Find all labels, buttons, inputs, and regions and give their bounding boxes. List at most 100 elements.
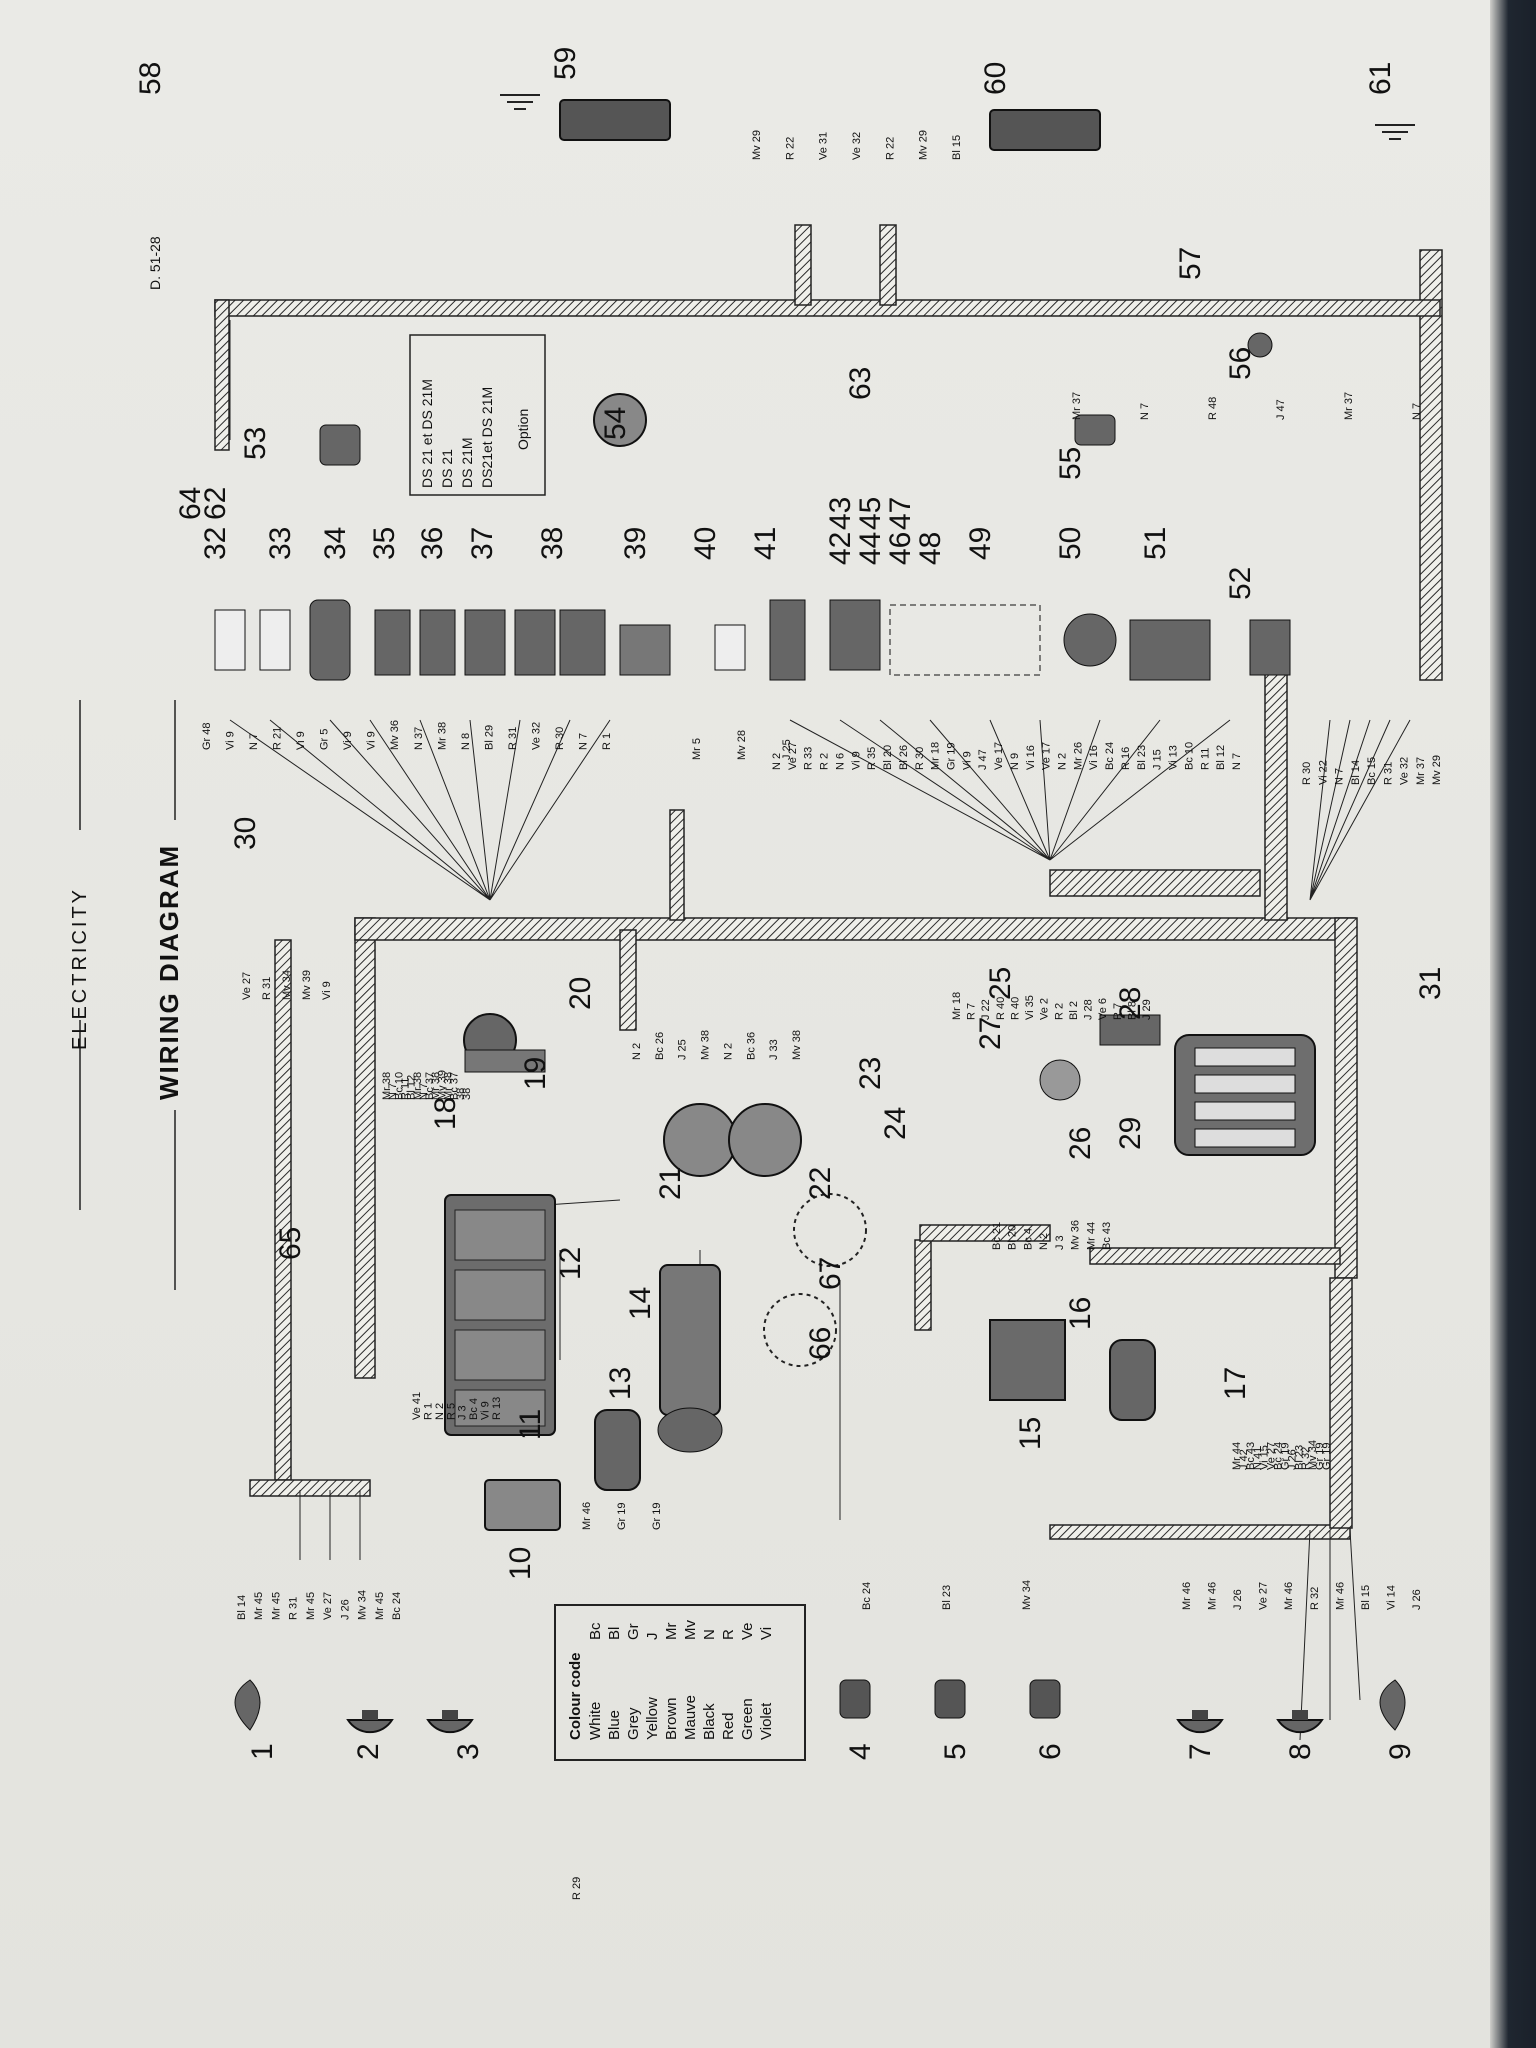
component-number: 14 — [624, 1287, 657, 1320]
component-number: 57 — [1174, 247, 1207, 280]
wire-label: N 7 — [248, 733, 260, 750]
wire-label: Mv 34 — [357, 1590, 369, 1620]
harness-bundles — [214, 224, 1443, 1540]
harness-rear-vertical — [1419, 249, 1443, 681]
lamp-feed — [229, 320, 361, 1560]
component-number: 28 — [1114, 987, 1147, 1020]
wire-label: Vi 22 — [1317, 760, 1329, 785]
wire-label: R 32 — [1309, 1587, 1321, 1610]
wire-label: R 30 — [914, 747, 926, 770]
gauge-icon — [728, 1103, 802, 1177]
component-number: 44 — [854, 532, 887, 565]
harness-front-left — [249, 1479, 371, 1497]
switch-icon — [309, 599, 351, 681]
component-number: 50 — [1054, 527, 1087, 560]
wire-label: Bl 2 — [1068, 1001, 1080, 1020]
wire-label: Bl 14 — [1350, 760, 1362, 785]
rear-fanout — [1309, 719, 1411, 901]
component-number: 13 — [604, 1367, 637, 1400]
wire-label: 38 — [455, 1088, 467, 1100]
colour-code: Mv — [682, 1620, 699, 1640]
component-number: 55 — [1054, 447, 1087, 480]
wire-label: R 22 — [784, 137, 796, 160]
colour-code: Bc — [587, 1622, 604, 1640]
wire-label: Mr 46 — [581, 1502, 593, 1530]
wire-label: Mr 38 — [381, 1072, 393, 1100]
wire-label: Bc 43 — [1101, 1222, 1113, 1250]
component-number: 59 — [549, 47, 582, 80]
model-legend-row: DS 21 et DS 21M — [419, 379, 435, 488]
wire-label: Ve 27 — [322, 1592, 334, 1620]
wire-label: Ve 32 — [530, 722, 542, 750]
colour-name: Violet — [758, 1702, 775, 1740]
wire-label: J 28 — [1083, 999, 1095, 1020]
wire-label: R 1 — [601, 733, 613, 750]
wire-label: Vi 9 — [295, 731, 307, 750]
component-number: 65 — [274, 1227, 307, 1260]
instrument-fanout — [229, 719, 611, 901]
wire-label: Mv 39 — [436, 1070, 448, 1100]
component-number: 42 — [824, 532, 857, 565]
component-number: 4 — [844, 1743, 877, 1760]
wire-label: Mr 45 — [253, 1592, 265, 1620]
wire-label: J 29 — [1141, 999, 1153, 1020]
wire-label: Gr 19 — [1314, 1442, 1326, 1470]
wire-label: Mv 34 — [1307, 1440, 1319, 1470]
component-number: 5 — [939, 1743, 972, 1760]
wire-label: N 2 — [1057, 753, 1069, 770]
heater-switch-icon — [619, 624, 671, 676]
wire-label: Vi 35 — [1024, 995, 1036, 1020]
colour-name: Green — [739, 1698, 756, 1740]
component-number: 36 — [416, 527, 449, 560]
wire-label: Gr 19 — [1321, 1442, 1333, 1470]
wire-label: R 13 — [491, 1397, 503, 1420]
wire-label: Vi 16 — [1088, 745, 1100, 770]
harness-right-vertical — [1334, 917, 1358, 1279]
wire-label: Bl 12 — [1215, 745, 1227, 770]
model-legend-row: DS 21 — [439, 449, 455, 488]
wire-label: Mr 38 — [430, 1072, 442, 1100]
wire-label: Mv 38 — [700, 1030, 712, 1060]
repeater-lamp-icon — [839, 1679, 871, 1719]
switch-icon — [464, 609, 506, 676]
wire-label: N 7 — [1334, 768, 1346, 785]
component-number: 1 — [246, 1743, 279, 1760]
colour-code: J — [644, 1633, 661, 1641]
wire-label: Vi 14 — [1385, 1585, 1397, 1610]
wire-label: R 22 — [884, 137, 896, 160]
wire-label: J 26 — [1286, 1449, 1298, 1470]
colour-name: White — [587, 1702, 604, 1740]
wire-label: R 11 — [1199, 748, 1211, 770]
component-number: 66 — [804, 1327, 837, 1360]
component-number: 15 — [1014, 1417, 1047, 1450]
section-title: ELECTRICITY — [69, 887, 91, 1050]
switch-icon — [829, 599, 881, 671]
component-number: 67 — [814, 1257, 847, 1290]
relay-icon — [1109, 1339, 1156, 1421]
wire-label: R 35 — [866, 747, 878, 770]
colour-code: Gr — [625, 1623, 642, 1640]
model-legend-box — [409, 334, 546, 496]
wire-label: Ve 17 — [1041, 742, 1053, 770]
interior-lamp-icon — [1074, 414, 1116, 446]
wire-label: Bc 21 — [991, 1222, 1003, 1250]
colour-name: Black — [701, 1703, 718, 1740]
component-number: 61 — [1364, 62, 1397, 95]
wire-label: J 25 — [781, 739, 793, 760]
switch-icon — [1249, 619, 1291, 676]
colour-name: Blue — [606, 1710, 623, 1740]
wire-label: Mv 28 — [736, 730, 748, 760]
wire-label: 38 — [461, 1088, 473, 1100]
wire-label: Mr 5 — [691, 738, 703, 760]
wire-label: Bc 4 — [1022, 1228, 1034, 1250]
wire-label: R 31 — [507, 727, 519, 750]
warning-lamp-icon — [259, 609, 291, 671]
wire-label: Ve 27 — [1266, 1442, 1278, 1470]
wire-label: N 6 — [834, 753, 846, 770]
wire-label: Bc 26 — [654, 1032, 666, 1060]
plug-icon — [714, 624, 746, 671]
component-number: 53 — [239, 427, 272, 460]
component-number: 23 — [854, 1057, 887, 1090]
starter-motor-icon — [657, 1264, 723, 1453]
component-number: 62 — [199, 487, 232, 520]
